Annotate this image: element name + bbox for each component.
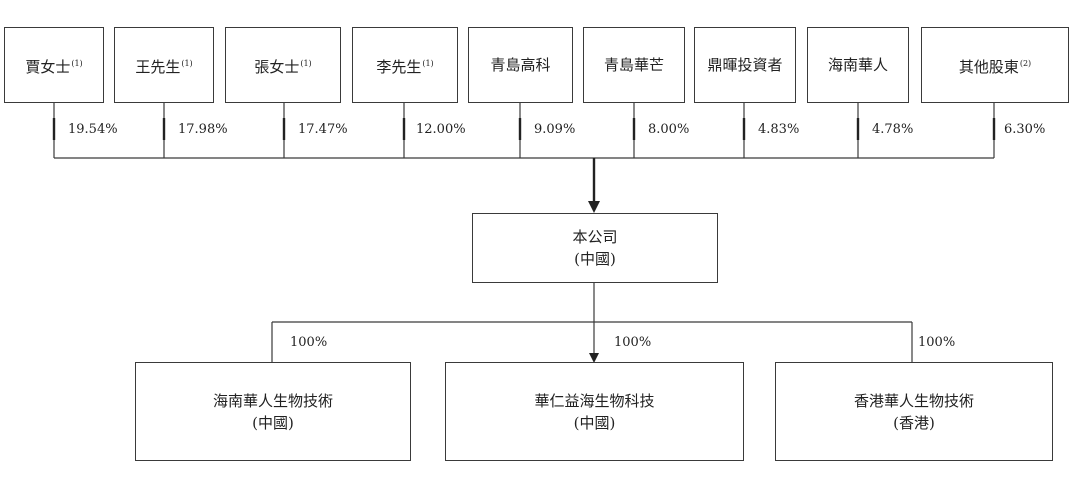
shareholder-label: 鼎暉投資者 [707, 56, 783, 74]
subsidiary-region: (中國) [252, 413, 294, 432]
company-box: 本公司 (中國) [472, 213, 718, 283]
shareholder-box: 王先生(1) [114, 27, 214, 103]
subsidiary-name: 華仁益海生物科技 [534, 391, 655, 410]
subsidiary-percent: 100% [918, 335, 956, 350]
shareholding-percent: 19.54% [68, 122, 118, 137]
subsidiary-box: 海南華人生物技術 (中國) [135, 362, 411, 461]
company-name: 本公司 [572, 228, 618, 246]
shareholder-box: 李先生(1) [352, 27, 458, 103]
subsidiary-box: 華仁益海生物科技 (中國) [445, 362, 744, 461]
shareholder-label: 海南華人 [827, 56, 888, 74]
shareholder-label: 青島高科 [490, 56, 551, 74]
shareholder-label: 張女士(1) [254, 57, 312, 76]
shareholder-box: 其他股東(2) [921, 27, 1069, 103]
subsidiary-region: (中國) [573, 413, 616, 432]
shareholding-percent: 6.30% [1004, 122, 1046, 137]
shareholder-label: 賈女士(1) [25, 57, 83, 76]
shareholding-percent: 9.09% [534, 122, 576, 137]
arrow-head-icon [588, 201, 600, 213]
shareholding-percent: 12.00% [416, 122, 466, 137]
shareholder-box: 鼎暉投資者 [694, 27, 796, 103]
arrow-head-icon [589, 353, 599, 363]
shareholder-box: 青島高科 [468, 27, 573, 103]
shareholder-box: 張女士(1) [225, 27, 341, 103]
subsidiary-region: (香港) [893, 413, 935, 432]
shareholder-box: 海南華人 [807, 27, 909, 103]
shareholder-label: 王先生(1) [135, 57, 193, 76]
subsidiary-name: 香港華人生物技術 [853, 391, 974, 410]
subsidiary-name: 海南華人生物技術 [212, 391, 333, 410]
shareholder-box: 青島華芒 [583, 27, 685, 103]
shareholder-label: 其他股東(2) [958, 57, 1032, 76]
subsidiary-percent: 100% [290, 335, 328, 350]
subsidiary-box: 香港華人生物技術 (香港) [775, 362, 1053, 461]
shareholder-box: 賈女士(1) [4, 27, 104, 103]
shareholder-label: 青島華芒 [603, 56, 664, 74]
shareholding-percent: 4.83% [758, 122, 800, 137]
shareholder-label: 李先生(1) [376, 57, 434, 76]
shareholding-percent: 4.78% [872, 122, 914, 137]
shareholding-percent: 8.00% [648, 122, 690, 137]
shareholding-percent: 17.47% [298, 122, 348, 137]
company-region: (中國) [574, 250, 616, 268]
shareholding-percent: 17.98% [178, 122, 228, 137]
subsidiary-percent: 100% [614, 335, 652, 350]
